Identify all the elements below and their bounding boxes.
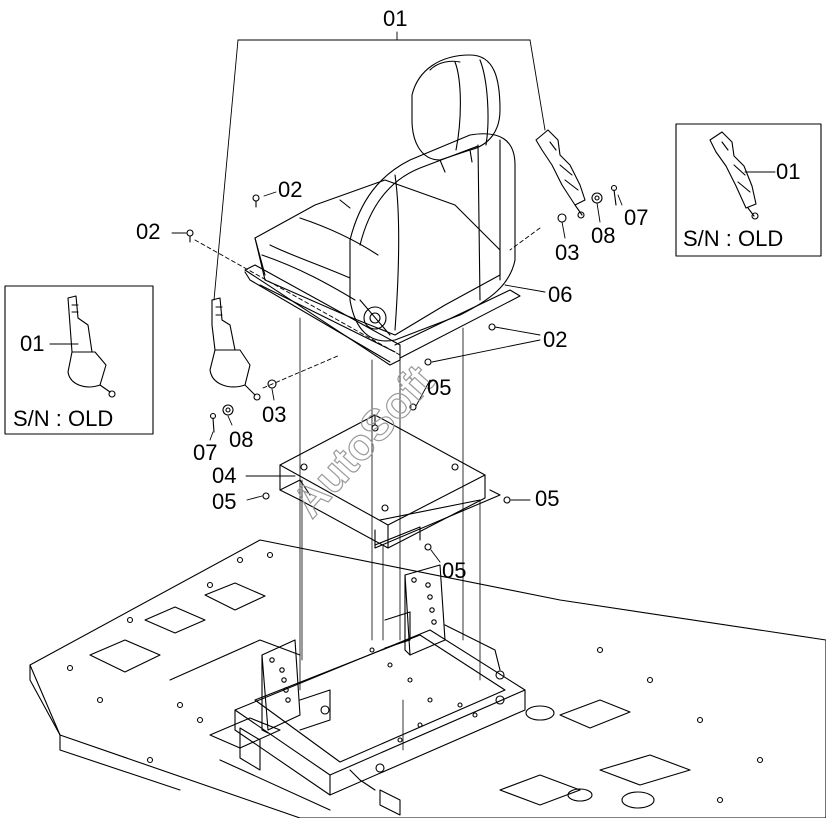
callout-01-top: 01 — [383, 6, 407, 31]
leader-lines — [171, 31, 623, 563]
callout-07-left: 07 — [193, 440, 217, 465]
seat-base-frame — [219, 564, 526, 816]
callout-03-left: 03 — [262, 402, 286, 427]
alignment-lines — [299, 317, 481, 751]
inset-left-frame — [4, 285, 154, 435]
callout-05-right: 05 — [535, 486, 559, 511]
floor-plate — [29, 539, 826, 818]
watermark: AutoSoft — [283, 356, 444, 527]
callout-02-right: 02 — [543, 327, 567, 352]
seat-belt-right — [535, 129, 586, 219]
inset-left-part-label: 01 — [20, 331, 44, 356]
inset-right-frame — [675, 123, 822, 257]
seat-assembly — [244, 54, 521, 366]
inset-left-note: S/N : OLD — [13, 406, 113, 431]
callout-02-left: 02 — [136, 219, 160, 244]
callout-04: 04 — [212, 463, 236, 488]
seat-belt-left — [209, 297, 261, 401]
callout-labels: 01 02 02 02 03 03 04 05 05 05 05 06 07 0… — [13, 6, 800, 583]
inset-right-note: S/N : OLD — [683, 226, 783, 251]
callout-08-right: 08 — [591, 223, 615, 248]
callout-08-left: 08 — [229, 427, 253, 452]
seat-mount-plate — [279, 414, 501, 549]
callout-05-center: 05 — [427, 375, 451, 400]
callout-03-right: 03 — [555, 240, 579, 265]
inset-right-part-label: 01 — [776, 159, 800, 184]
callout-05-left: 05 — [212, 489, 236, 514]
callout-02-upper: 02 — [278, 177, 302, 202]
callout-05-bottom: 05 — [442, 558, 466, 583]
callout-06: 06 — [548, 282, 572, 307]
callout-07-right: 07 — [624, 205, 648, 230]
